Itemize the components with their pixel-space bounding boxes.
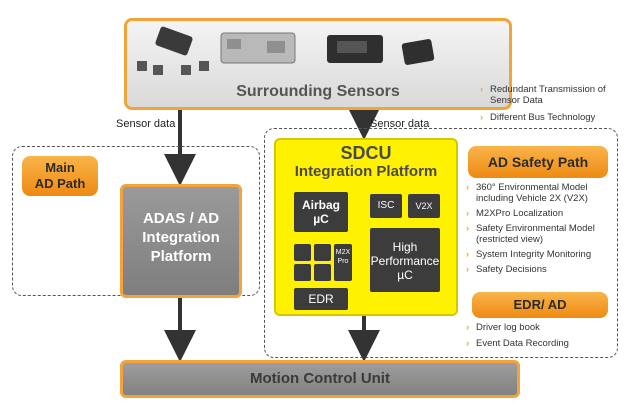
bullet-item: M2XPro Localization: [466, 208, 616, 219]
motion-control-unit-box: Motion Control Unit: [120, 360, 520, 398]
radar-board-icon: [220, 32, 296, 64]
bullet-item: Redundant Transmission of Sensor Data: [480, 84, 620, 106]
small-chip: [314, 264, 331, 281]
small-chip: [294, 264, 311, 281]
main-ad-path-line1: Main: [45, 160, 75, 175]
adas-line2: Integration: [142, 229, 220, 246]
m2x-pro-chip: M2X Pro: [334, 244, 352, 281]
small-chip: [294, 244, 311, 261]
m2x-line2: Pro: [337, 258, 349, 265]
m2x-line1: M2X: [335, 249, 351, 256]
bullet-item: Safety Decisions: [466, 264, 616, 275]
sdcu-integration-platform-box: SDCU Integration Platform Airbag µC ISC …: [274, 138, 458, 316]
small-chip: [314, 244, 331, 261]
sdcu-subtitle: Integration Platform: [294, 163, 438, 180]
surrounding-sensors-box: Surrounding Sensors: [124, 18, 512, 110]
edr-chip: EDR: [294, 288, 348, 310]
sdcu-title: SDCU: [340, 143, 392, 163]
airbag-uc-chip: Airbag µC: [294, 192, 348, 232]
hp-line1: High: [392, 240, 418, 254]
main-ad-path-line2: AD Path: [34, 176, 86, 191]
isc-chip: ISC: [370, 194, 402, 218]
ad-safety-path-label: AD Safety Path: [468, 146, 608, 178]
hp-line2: Performance: [370, 254, 440, 268]
adas-line1: ADAS / AD: [142, 210, 220, 227]
bullet-item: Safety Environmental Model (restricted v…: [466, 223, 616, 245]
edr-ad-label: EDR/ AD: [472, 292, 608, 318]
adas-integration-platform-box: ADAS / AD Integration Platform: [120, 184, 242, 298]
ad-safety-path-region: [264, 128, 618, 358]
adas-line3: Platform: [150, 248, 212, 265]
sensor-icons: [137, 26, 435, 75]
radar-sensor-icon: [401, 39, 435, 65]
bullet-item: Driver log book: [466, 322, 616, 333]
sensor-data-label-left: Sensor data: [116, 118, 176, 130]
surrounding-sensors-title: Surrounding Sensors: [236, 83, 400, 100]
bullet-item: System Integrity Monitoring: [466, 249, 616, 260]
sensor-data-label-right: Sensor data: [370, 118, 430, 130]
v2x-chip: V2X: [408, 194, 440, 218]
airbag-line1: Airbag: [301, 198, 340, 212]
camera-module-icon: [155, 26, 193, 56]
bullet-item: Event Data Recording: [466, 338, 616, 349]
hp-line3: µC: [397, 268, 413, 282]
lidar-unit-icon: [327, 35, 383, 63]
sensor-transmission-bullets: Redundant Transmission of Sensor Data Di…: [480, 84, 620, 129]
bullet-item: Different Bus Technology: [480, 112, 620, 123]
high-performance-uc-chip: High Performance µC: [370, 228, 440, 292]
safety-path-bullets: 360° Environmental Model including Vehic…: [466, 182, 616, 279]
bullet-item: 360° Environmental Model including Vehic…: [466, 182, 616, 204]
airbag-line2: µC: [313, 212, 329, 226]
edr-ad-bullets: Driver log book Event Data Recording: [466, 322, 616, 354]
main-ad-path-label: Main AD Path: [22, 156, 98, 196]
small-camera-icons: [137, 61, 209, 75]
